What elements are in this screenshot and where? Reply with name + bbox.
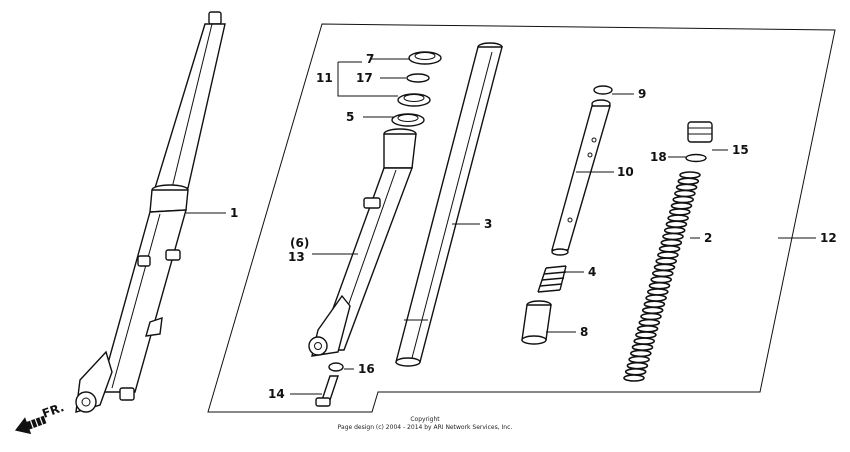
spring-coil	[657, 251, 679, 259]
slider-outer-tube	[308, 128, 417, 357]
spring-coil	[624, 367, 647, 376]
spring-coil	[675, 183, 698, 192]
callout-12[interactable]: 12	[820, 231, 837, 245]
damper-rod	[551, 85, 613, 256]
callout-17[interactable]: 17	[356, 71, 373, 85]
spacer-cone	[521, 300, 552, 345]
callout-2[interactable]: 2	[704, 231, 712, 245]
seal-stack	[391, 51, 442, 127]
spring-coil	[674, 189, 696, 198]
spring-coil	[640, 312, 662, 321]
spring-coil	[668, 208, 691, 216]
callout-14[interactable]: 14	[268, 387, 285, 401]
spring-coil	[635, 331, 657, 339]
front-direction-indicator: FR.	[14, 400, 66, 435]
callout-16[interactable]: 16	[358, 362, 375, 376]
callout-4[interactable]: 4	[588, 265, 596, 279]
copyright-notice: Page design (c) 2004 - 2014 by ARI Netwo…	[338, 424, 513, 431]
spring-coil	[653, 263, 676, 272]
spring-coil	[658, 245, 681, 253]
fork-cap-bolt	[685, 121, 713, 163]
spring-coil	[631, 343, 654, 352]
spring-coil	[633, 337, 656, 345]
callout-10[interactable]: 10	[617, 165, 634, 179]
leader-lines	[186, 58, 816, 395]
spring-coil	[677, 177, 700, 185]
spring-coil	[662, 232, 684, 241]
callout-13[interactable]: 13	[288, 250, 305, 264]
callout-8[interactable]: 8	[580, 325, 588, 339]
spring-coil	[667, 214, 689, 222]
spring-coil	[641, 306, 664, 315]
spring-coil	[672, 195, 695, 204]
spring-coil	[663, 226, 686, 235]
spring-coil	[645, 294, 667, 302]
spring-coil	[646, 288, 669, 296]
spring-coil	[651, 269, 674, 278]
callout-3[interactable]: 3	[484, 217, 492, 231]
spring-coil	[655, 257, 678, 265]
callout-1[interactable]: 1	[230, 206, 238, 220]
callout-6[interactable]: (6)	[290, 236, 309, 250]
spring-coil	[648, 281, 671, 290]
front-label: FR.	[40, 400, 66, 421]
spring-coil	[636, 324, 659, 333]
fork-leg-assembly	[75, 11, 226, 413]
arrow-left-icon	[14, 415, 47, 435]
spring-coil	[650, 275, 673, 284]
rebound-spring	[537, 265, 567, 293]
spring-coil	[643, 300, 666, 309]
spring-coil	[665, 220, 688, 228]
spring-coil	[623, 374, 645, 382]
callout-15[interactable]: 15	[732, 143, 749, 157]
spring-coil	[628, 355, 650, 364]
spring-coil	[638, 318, 661, 327]
spring-coil	[660, 238, 683, 247]
callout-18[interactable]: 18	[650, 150, 667, 164]
drain-bolt	[315, 362, 344, 407]
callout-9[interactable]: 9	[638, 87, 646, 101]
spring-coil	[629, 349, 652, 358]
spring-coil	[670, 202, 693, 210]
spring-coil	[679, 171, 701, 179]
copyright-title: Copyright	[410, 416, 440, 423]
assembly-boundary	[207, 23, 836, 413]
inner-fork-tube	[395, 42, 503, 367]
fork-spring	[623, 171, 701, 382]
spring-coil	[626, 361, 649, 370]
callout-11[interactable]: 11	[316, 71, 333, 85]
callout-7[interactable]: 7	[366, 52, 374, 66]
callout-5[interactable]: 5	[346, 110, 354, 124]
